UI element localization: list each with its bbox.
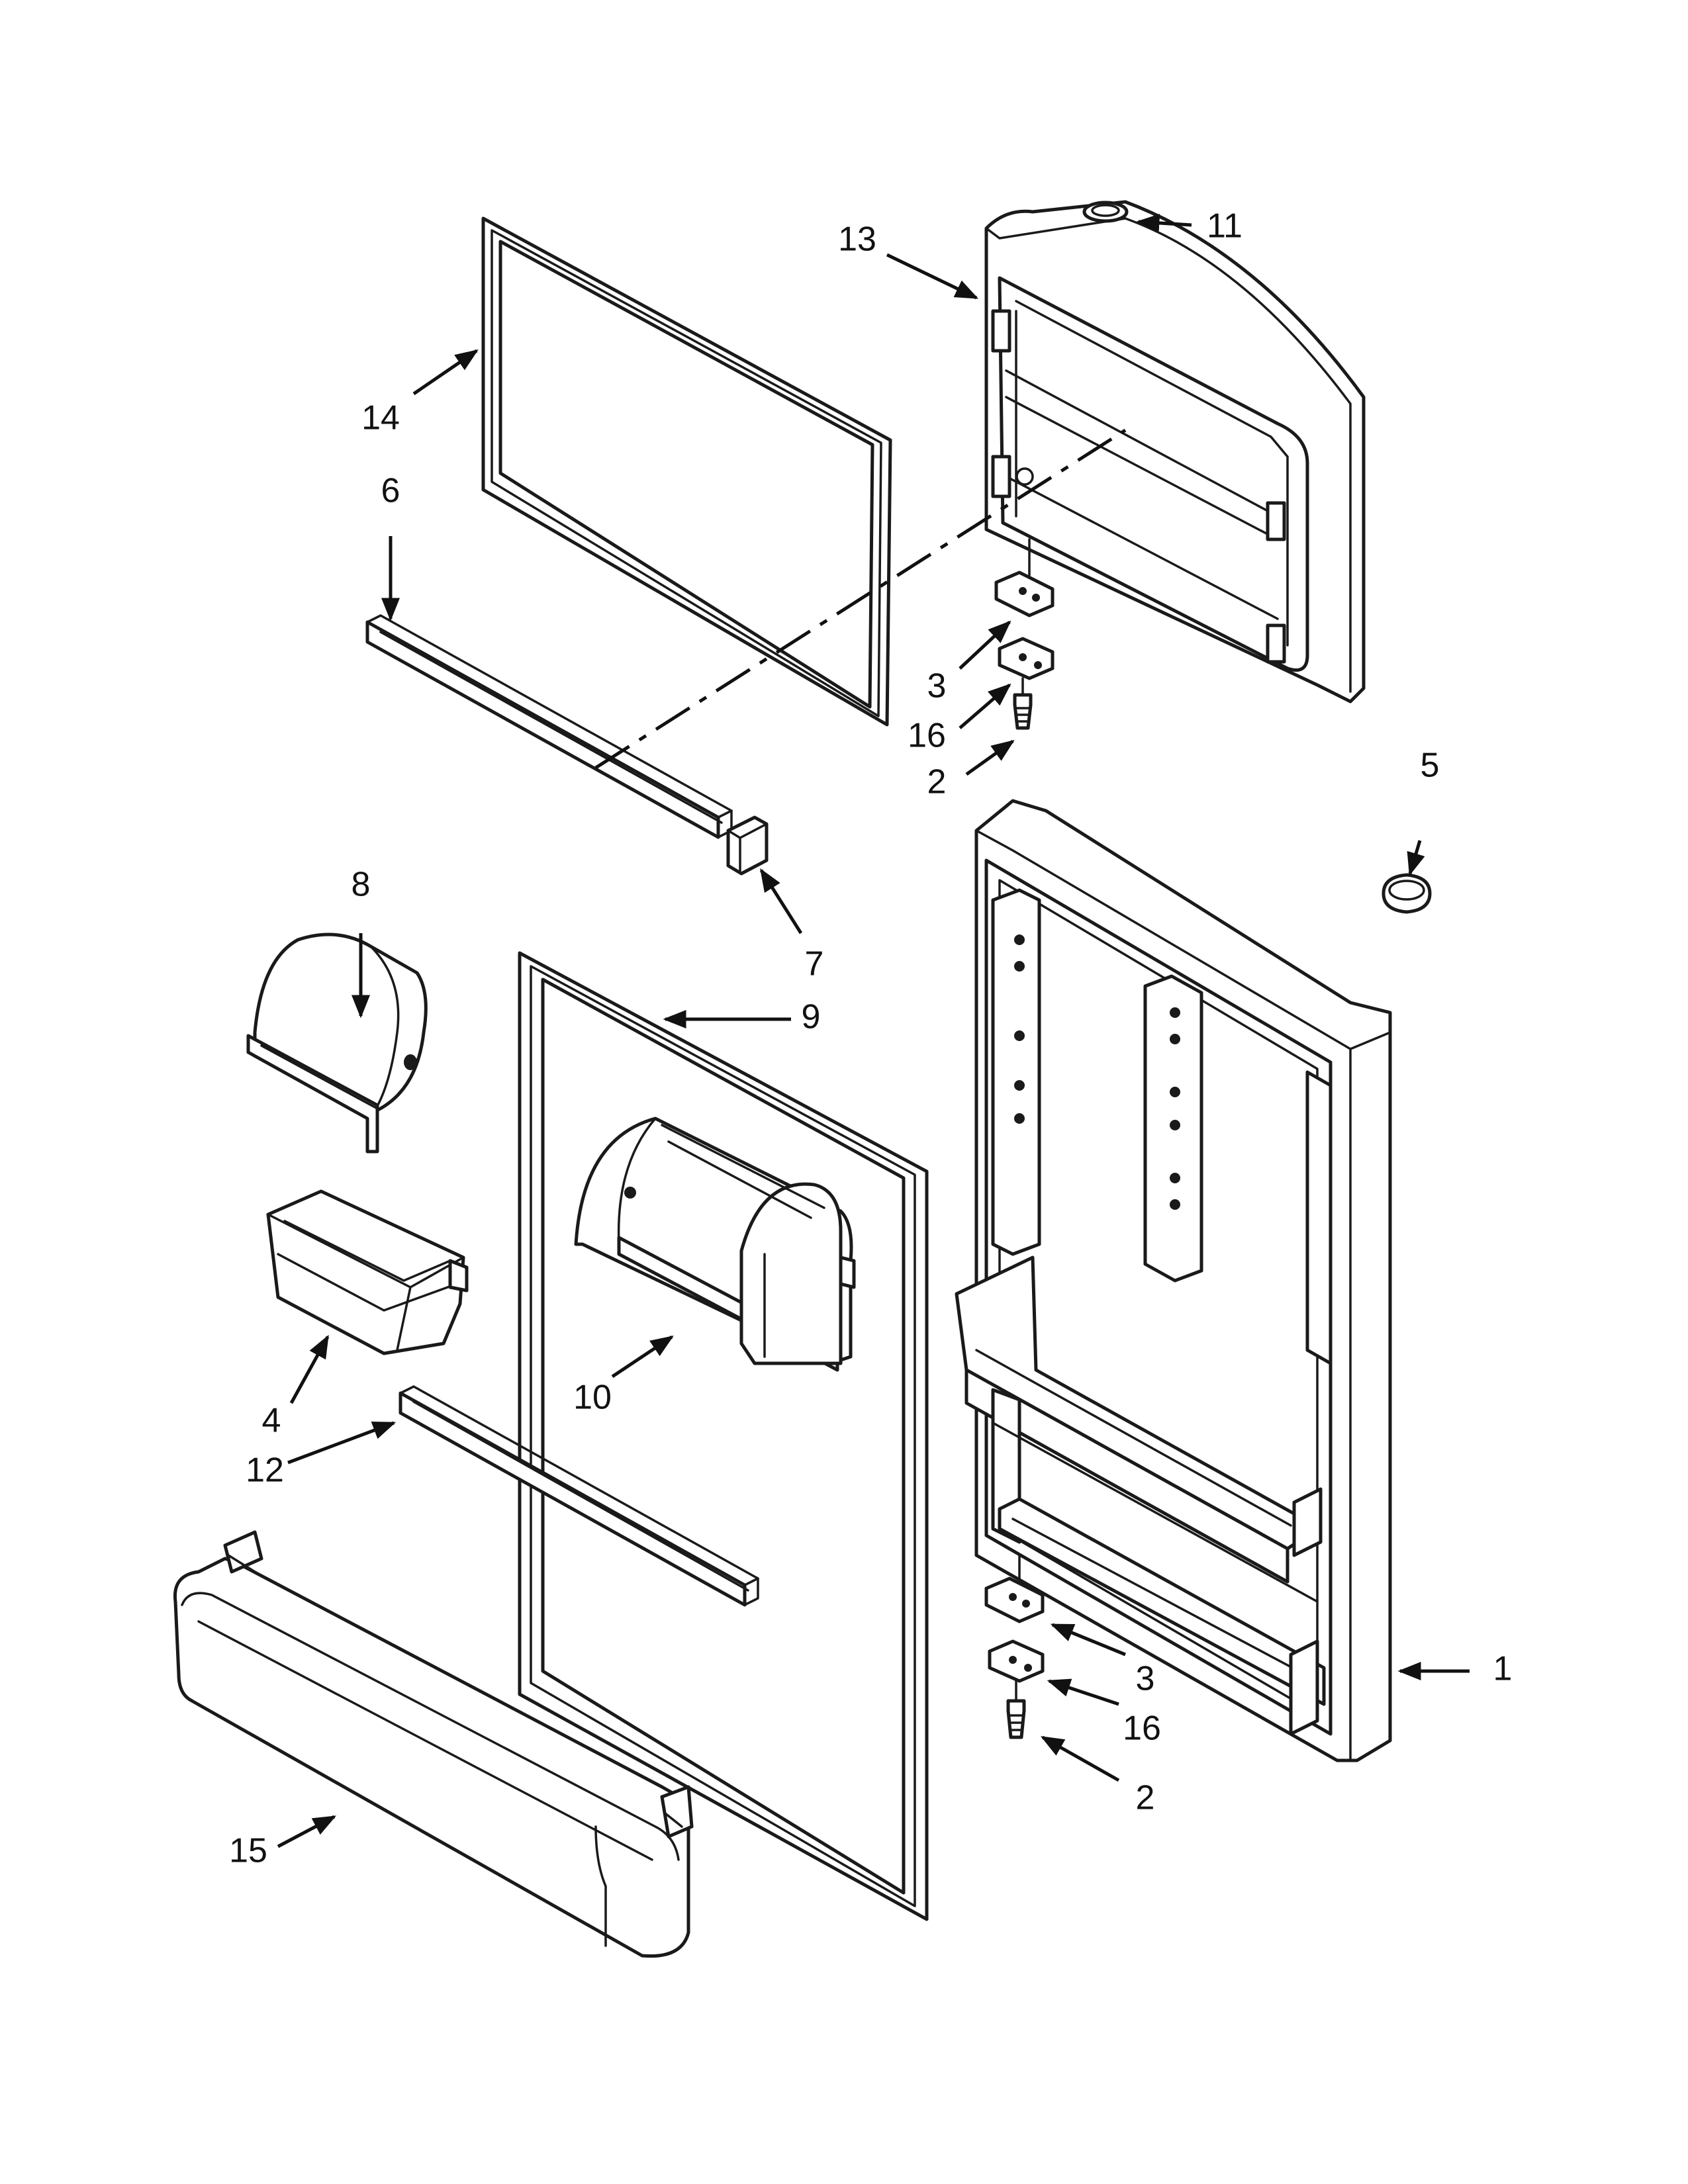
callout-7: 7 — [805, 945, 824, 983]
callout-6: 6 — [381, 472, 400, 510]
callout-1: 1 — [1493, 1650, 1513, 1688]
refrigerator-shelf-bar — [399, 1385, 759, 1607]
callout-16-upper: 16 — [908, 717, 946, 755]
freezer-door — [984, 200, 1366, 704]
callout-15: 15 — [229, 1832, 267, 1870]
callout-3-upper: 3 — [927, 667, 947, 705]
small-bin — [266, 1189, 469, 1355]
freezer-door-gasket — [481, 216, 892, 727]
alignment-line — [594, 428, 1127, 770]
refrigerator-door — [955, 799, 1392, 1762]
hinge-hole-plug — [1382, 873, 1432, 914]
dairy-compartment — [574, 1116, 856, 1372]
freezer-shelf-bar — [365, 614, 733, 839]
callout-16-lower: 16 — [1123, 1709, 1161, 1748]
refrigerator-hinge-assembly — [984, 1554, 1045, 1739]
callout-12: 12 — [246, 1451, 284, 1490]
callout-13: 13 — [838, 220, 876, 259]
callout-2-lower: 2 — [1136, 1779, 1155, 1817]
callout-4: 4 — [262, 1402, 281, 1440]
door-plug-top — [1082, 201, 1129, 223]
leader-arrows — [277, 213, 1470, 1848]
small-bin-cover — [246, 933, 428, 1154]
callout-11: 11 — [1207, 207, 1243, 246]
callout-2-upper: 2 — [927, 763, 947, 801]
callout-9: 9 — [802, 998, 821, 1036]
door-gallon-bin — [173, 1530, 694, 1958]
callout-5: 5 — [1421, 747, 1440, 785]
callout-10: 10 — [573, 1379, 612, 1417]
shelf-end-cap — [726, 815, 769, 876]
callout-labels: 11 13 14 6 3 16 2 5 7 8 9 10 4 12 15 1 3… — [229, 207, 1512, 1870]
freezer-hinge-assembly — [994, 538, 1055, 730]
callout-8: 8 — [352, 866, 371, 904]
callout-14: 14 — [361, 399, 400, 437]
callout-3-lower: 3 — [1136, 1660, 1155, 1698]
